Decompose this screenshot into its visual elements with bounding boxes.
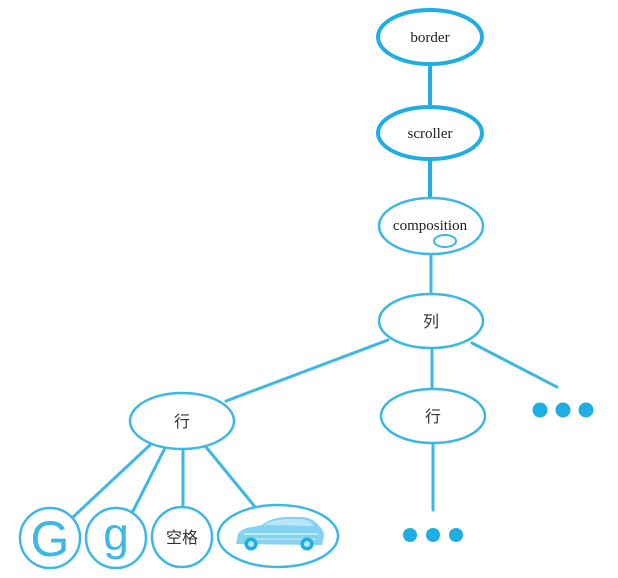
node-composition: composition	[377, 196, 485, 256]
node-column-label: 列	[423, 312, 439, 331]
edge-row1-image	[204, 445, 258, 510]
edge-column-row1	[224, 338, 390, 403]
node-image	[216, 503, 340, 569]
node-glyph-lower-label: g	[103, 508, 129, 560]
node-row-1-label: 行	[174, 412, 190, 431]
row-2-more-ellipsis-icon	[403, 528, 463, 542]
node-space: 空格	[150, 505, 214, 569]
node-row-1: 行	[128, 391, 236, 451]
node-glyph-upper-label: G	[31, 511, 70, 567]
node-border-label: border	[410, 30, 449, 46]
column-more-ellipsis-icon	[532, 402, 594, 418]
node-composition-label: composition	[393, 218, 468, 234]
node-row-2-label: 行	[425, 407, 441, 426]
node-border: border	[376, 8, 484, 66]
car-icon	[236, 517, 324, 551]
edge-row1-glyph-lower	[129, 446, 167, 517]
node-scroller: scroller	[376, 105, 484, 161]
node-glyph-upper: G	[18, 506, 82, 570]
edge-column-more	[470, 341, 559, 389]
composition-inner-ellipse	[433, 234, 457, 248]
node-glyph-lower: g	[84, 506, 148, 570]
edge-row1-glyph-upper	[70, 443, 152, 520]
node-column: 列	[377, 292, 485, 350]
node-row-2: 行	[379, 387, 487, 445]
node-space-label: 空格	[166, 528, 198, 547]
node-scroller-label: scroller	[408, 126, 453, 142]
